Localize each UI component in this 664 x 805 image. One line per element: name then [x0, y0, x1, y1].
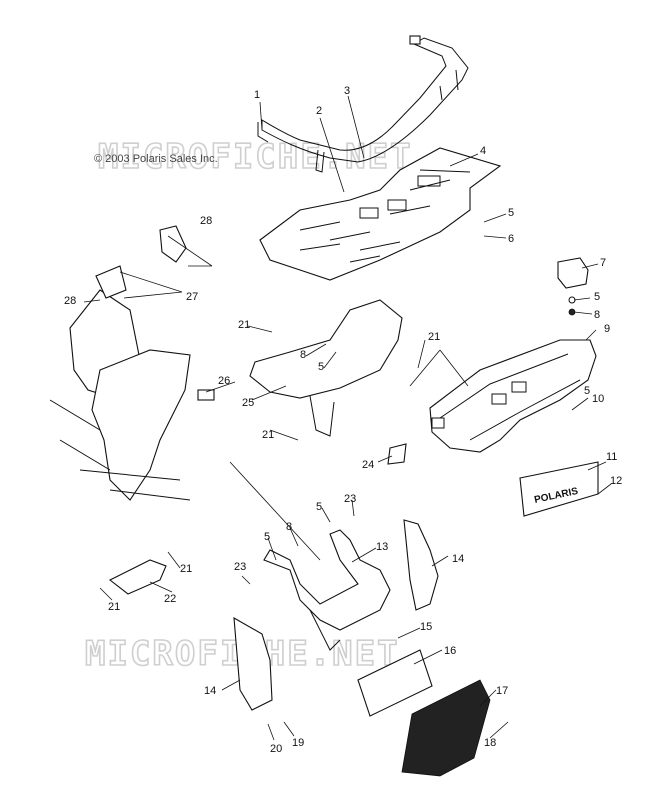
- callout-8c: 8: [286, 521, 292, 533]
- callout-23b: 23: [234, 561, 246, 573]
- lower-bracket-part: [263, 529, 391, 651]
- callout-28a: 28: [200, 215, 212, 227]
- callout-2: 2: [316, 105, 322, 117]
- callout-22: 22: [164, 593, 176, 605]
- callout-5c: 5: [318, 361, 324, 373]
- side-panel-right-part: [403, 519, 439, 611]
- callout-10: 10: [592, 393, 604, 405]
- bumper-mount-part: [249, 299, 403, 437]
- callout-21e: 21: [108, 601, 120, 613]
- callout-17: 17: [496, 685, 508, 697]
- callout-15: 15: [420, 621, 432, 633]
- callout-16: 16: [444, 645, 456, 657]
- callout-5e: 5: [316, 501, 322, 513]
- callout-5d: 5: [584, 385, 590, 397]
- callout-1: 1: [254, 89, 260, 101]
- callout-25: 25: [242, 397, 254, 409]
- callout-23a: 23: [344, 493, 356, 505]
- callout-8a: 8: [594, 309, 600, 321]
- small-bracket-part: [108, 559, 167, 595]
- callout-21a: 21: [238, 319, 250, 331]
- rack-bar-part: [257, 35, 469, 173]
- callout-5b: 5: [594, 291, 600, 303]
- callout-24: 24: [362, 459, 374, 471]
- callout-19: 19: [292, 737, 304, 749]
- callout-11: 11: [606, 451, 617, 463]
- side-panel-left-part: [233, 617, 273, 711]
- grille-frame-part: [357, 649, 433, 717]
- callout-3: 3: [344, 85, 350, 97]
- callout-14b: 14: [204, 685, 216, 697]
- lower-left-bracket-part: [95, 265, 127, 299]
- mesh-screen-part: [401, 679, 491, 777]
- frame-part: [49, 289, 191, 501]
- callout-labels: 1 2 3 4 5 6 7 5 8 9 21 28 27 28 8 5 21 2…: [64, 85, 622, 755]
- callout-20: 20: [270, 743, 282, 755]
- callout-7: 7: [600, 257, 606, 269]
- leader-lines: [83, 95, 612, 741]
- callout-21c: 21: [262, 429, 274, 441]
- callout-13: 13: [376, 541, 388, 553]
- callout-5a: 5: [508, 207, 514, 219]
- callout-21b: 21: [428, 331, 440, 343]
- rack-platform-part: [259, 147, 502, 281]
- callout-12: 12: [610, 475, 622, 487]
- callout-14a: 14: [452, 553, 464, 565]
- front-bumper-part: [429, 339, 597, 453]
- tail-light-part: [557, 257, 589, 316]
- callout-9: 9: [604, 323, 610, 335]
- callout-4: 4: [480, 145, 486, 157]
- emblem-plate-part: POLARIS: [519, 461, 599, 517]
- callout-18: 18: [484, 737, 496, 749]
- callout-5f: 5: [264, 531, 270, 543]
- reflector-part: [387, 443, 407, 465]
- callout-28b: 28: [64, 295, 76, 307]
- callout-26: 26: [218, 375, 230, 387]
- callout-6: 6: [508, 233, 514, 245]
- grommet-part: [197, 389, 215, 401]
- watermark-top: MICROFICHE.NET: [98, 137, 413, 177]
- callout-21d: 21: [180, 563, 192, 575]
- copyright-text: © 2003 Polaris Sales Inc.: [94, 153, 218, 165]
- callout-8b: 8: [300, 349, 306, 361]
- upper-bracket-part: [159, 225, 187, 263]
- callout-27: 27: [186, 291, 198, 303]
